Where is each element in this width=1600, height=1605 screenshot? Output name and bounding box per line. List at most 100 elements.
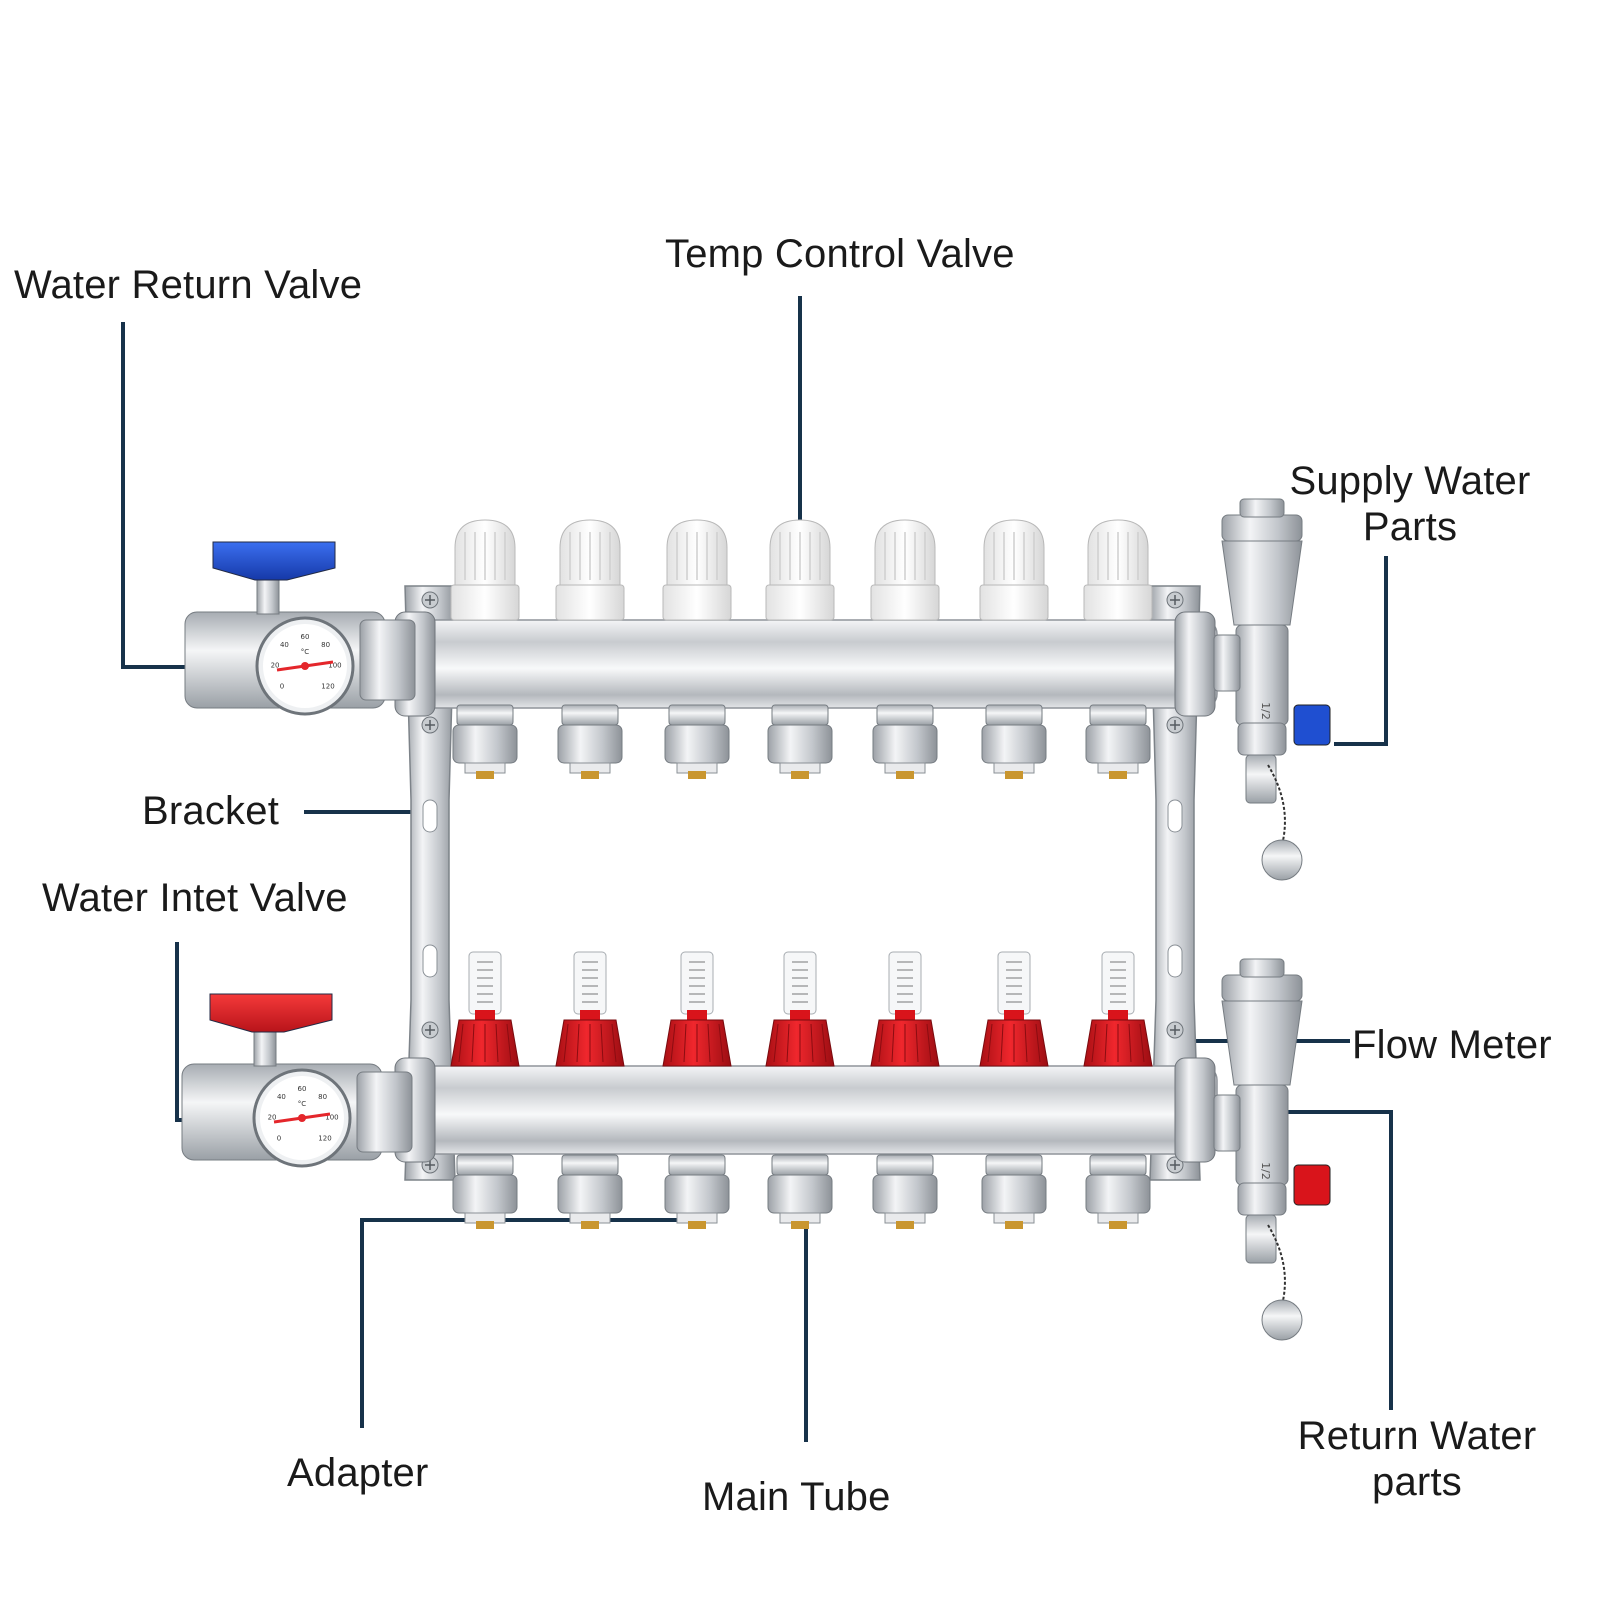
screw-slot — [425, 720, 435, 730]
label-adapter: Adapter — [287, 1451, 429, 1495]
end-nut-2 — [1174, 1057, 1216, 1163]
top-outlet-fitting-5-body — [872, 724, 938, 764]
adapter-brass-tip — [581, 1221, 599, 1229]
water-return-valve-handle — [212, 541, 336, 581]
gauge-tick-label: 120 — [321, 682, 334, 690]
adapter-brass-tip — [896, 1221, 914, 1229]
supply-water-parts-drain-nut — [1237, 722, 1287, 756]
temp-control-collar-4 — [765, 584, 835, 621]
flow-meter-rib — [878, 1023, 884, 1063]
label-return-water-parts-line2: parts — [1372, 1460, 1462, 1504]
adapter-brass-tip — [688, 1221, 706, 1229]
label-bracket: Bracket — [142, 789, 280, 833]
top-outlet-fitting-3-nut — [668, 704, 726, 726]
bottom-outlet-fitting-7-body — [1085, 1174, 1151, 1214]
adapter-brass-tip — [896, 771, 914, 779]
temp-control-collar-3 — [662, 584, 732, 621]
main-tube-bottom — [404, 1065, 1218, 1155]
temp-control-collar-7 — [1083, 584, 1153, 621]
bottom-outlet-fitting-1-body — [452, 1174, 518, 1214]
top-outlet-fitting-4-body — [767, 724, 833, 764]
temp-control-collar-5 — [870, 584, 940, 621]
gauge-tick-label: 120 — [318, 1134, 331, 1142]
bottom-outlet-fitting-7-nut — [1089, 1154, 1147, 1176]
adapter-brass-tip — [1005, 1221, 1023, 1229]
bracket-slot — [422, 944, 438, 978]
flow-meter-rib — [1024, 1023, 1028, 1063]
water-inlet-valve-handle — [209, 993, 333, 1033]
return-water-parts-drain-cap — [1261, 1299, 1303, 1341]
water-return-valve-stem — [256, 579, 280, 615]
flow-meter-rib — [915, 1023, 919, 1063]
top-outlet-fitting-1-nut — [456, 704, 514, 726]
water-inlet-valve-gauge-hub — [298, 1114, 306, 1122]
supply-water-parts-vent-top — [1239, 498, 1285, 518]
screw-slot — [1170, 720, 1180, 730]
screw-slot — [425, 1025, 435, 1035]
flow-meter-rib — [773, 1023, 779, 1063]
flow-meter-rib — [786, 1023, 790, 1063]
flow-meter-rib — [471, 1023, 475, 1063]
gauge-tick-label: 80 — [321, 641, 330, 649]
supply-manifold — [394, 519, 1218, 779]
supply-water-parts-drain-handle — [1293, 704, 1331, 746]
flow-meter-indicator — [687, 1010, 707, 1020]
bottom-outlet-fitting-3-nut — [668, 1154, 726, 1176]
bottom-outlet-fitting-6-nut — [985, 1154, 1043, 1176]
flow-meter-rib — [1128, 1023, 1132, 1063]
adapter-brass-tip — [791, 771, 809, 779]
top-outlet-fitting-7-nut — [1089, 704, 1147, 726]
top-outlet-fitting-7-body — [1085, 724, 1151, 764]
bracket-slot — [1167, 799, 1183, 833]
bottom-outlet-fitting-4-nut — [771, 1154, 829, 1176]
gauge-tick-label: 20 — [271, 661, 280, 669]
return-water-parts-tee-inlet — [1213, 1094, 1241, 1152]
top-outlet-fitting-3-body — [664, 724, 730, 764]
temp-control-collar-6 — [979, 584, 1049, 621]
return-water-parts-size-mark: 1/2 — [1259, 1162, 1272, 1180]
temp-control-collar-1 — [450, 584, 520, 621]
bottom-outlet-fitting-1-nut — [456, 1154, 514, 1176]
leader-lines — [121, 296, 1393, 1442]
flow-meter-indicator — [895, 1010, 915, 1020]
screw-slot — [425, 595, 435, 605]
label-supply-water-parts-line1: Supply Water — [1289, 459, 1531, 503]
label-return-water-parts-line1: Return Water — [1297, 1414, 1537, 1458]
return-manifold — [394, 951, 1218, 1229]
top-outlet-fitting-2-nut — [561, 704, 619, 726]
supply-water-parts-cap-chain — [1267, 764, 1286, 846]
flow-meter-rib — [683, 1023, 687, 1063]
return-water-parts-hose-barb — [1245, 1214, 1277, 1264]
water-return-valve-union-nut — [359, 619, 416, 701]
screw-slot — [1170, 595, 1180, 605]
flow-meter-rib — [1091, 1023, 1097, 1063]
gauge-tick-label: 0 — [280, 682, 284, 690]
flow-meter-rib — [810, 1023, 814, 1063]
screw-slot — [1170, 1160, 1180, 1170]
flow-meter-rib — [926, 1023, 932, 1063]
label-main-tube: Main Tube — [702, 1475, 891, 1519]
flow-meter-rib — [495, 1023, 499, 1063]
gauge-tick-label: 0 — [277, 1134, 281, 1142]
adapter-brass-tip — [581, 771, 599, 779]
label-supply-water-parts: Supply Water Parts — [1270, 458, 1550, 550]
flow-meter-sight-glass-1 — [468, 951, 502, 1015]
label-return-water-parts: Return Water parts — [1272, 1413, 1562, 1505]
screw-slot — [1170, 1025, 1180, 1035]
flow-meter-rib — [611, 1023, 617, 1063]
water-inlet-valve-stem — [253, 1031, 277, 1067]
flow-meter-rib — [707, 1023, 711, 1063]
bottom-outlet-fitting-4-body — [767, 1174, 833, 1214]
flow-meter-sight-glass-5 — [888, 951, 922, 1015]
bottom-outlet-fitting-5-nut — [876, 1154, 934, 1176]
return-water-parts-drain-nut — [1237, 1182, 1287, 1216]
gauge-tick-label: 40 — [277, 1093, 286, 1101]
return-water-parts-vent-cap — [1221, 974, 1303, 1002]
flow-meter-rib — [1035, 1023, 1041, 1063]
bottom-outlet-fitting-2-body — [557, 1174, 623, 1214]
return-water-parts-cap-chain — [1267, 1224, 1286, 1306]
return-water-parts-vent-body — [1221, 1000, 1303, 1086]
flow-meter-indicator — [475, 1010, 495, 1020]
